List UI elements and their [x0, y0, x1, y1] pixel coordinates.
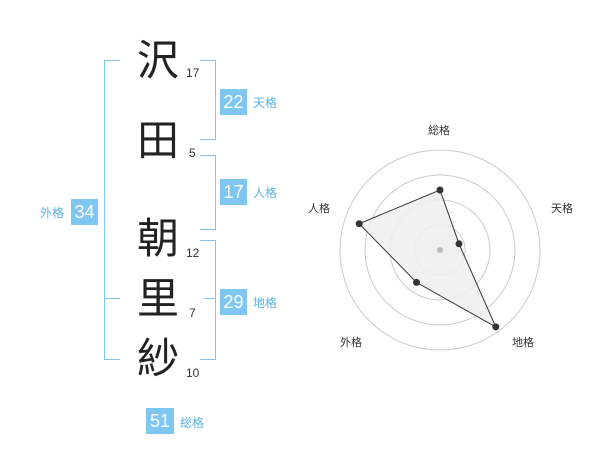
jinkaku-label: 人格: [253, 186, 278, 200]
radar-axis-label-soukaku: 総格: [428, 124, 450, 137]
name-char-1: 沢: [136, 36, 179, 85]
radar-axis-label-chikaku: 地格: [512, 336, 534, 349]
radar-point-2: [455, 240, 463, 248]
name-char-3: 朝: [136, 214, 179, 263]
gaikaku-bracket-mid-tick: [104, 298, 120, 299]
soukaku-label: 総格: [180, 416, 205, 430]
tenkaku-bracket: [200, 60, 216, 140]
radar-axis-label-gaikaku: 外格: [340, 336, 362, 349]
radar-point-3: [492, 323, 500, 331]
gaikaku-bracket: [104, 60, 120, 360]
radar-point-1: [436, 186, 444, 194]
name-char-2: 田: [136, 116, 179, 165]
radar-axis-label-tenkaku: 天格: [551, 202, 573, 215]
stroke-count-3: 12: [186, 246, 200, 260]
radar-axis-label-jinkaku: 人格: [308, 202, 330, 215]
chikaku-label: 地格: [253, 296, 278, 310]
gaikaku-badge: 34: [71, 199, 98, 225]
chikaku-badge: 29: [220, 289, 247, 315]
radar-area: [358, 189, 497, 329]
jinkaku-bracket: [200, 155, 216, 230]
stroke-count-1: 17: [186, 66, 200, 80]
name-char-5: 紗: [136, 334, 179, 383]
tenkaku-label: 天格: [253, 96, 278, 110]
chikaku-bracket-mid-tick: [204, 298, 216, 299]
gaikaku-label: 外格: [40, 206, 65, 220]
stroke-count-5: 10: [186, 366, 200, 380]
radar-point-4: [413, 278, 420, 286]
name-char-4: 里: [136, 274, 179, 323]
tenkaku-badge: 22: [220, 89, 247, 115]
stroke-count-4: 7: [189, 306, 196, 320]
radar-point-5: [355, 220, 363, 228]
soukaku-badge: 51: [146, 408, 174, 434]
radar-ring-3: [364, 174, 516, 326]
stroke-count-2: 5: [189, 146, 196, 160]
chikaku-bracket: [200, 240, 216, 360]
jinkaku-badge: 17: [220, 179, 247, 205]
radar-ring-4: [339, 149, 541, 351]
radar-center-dot: [437, 247, 443, 253]
